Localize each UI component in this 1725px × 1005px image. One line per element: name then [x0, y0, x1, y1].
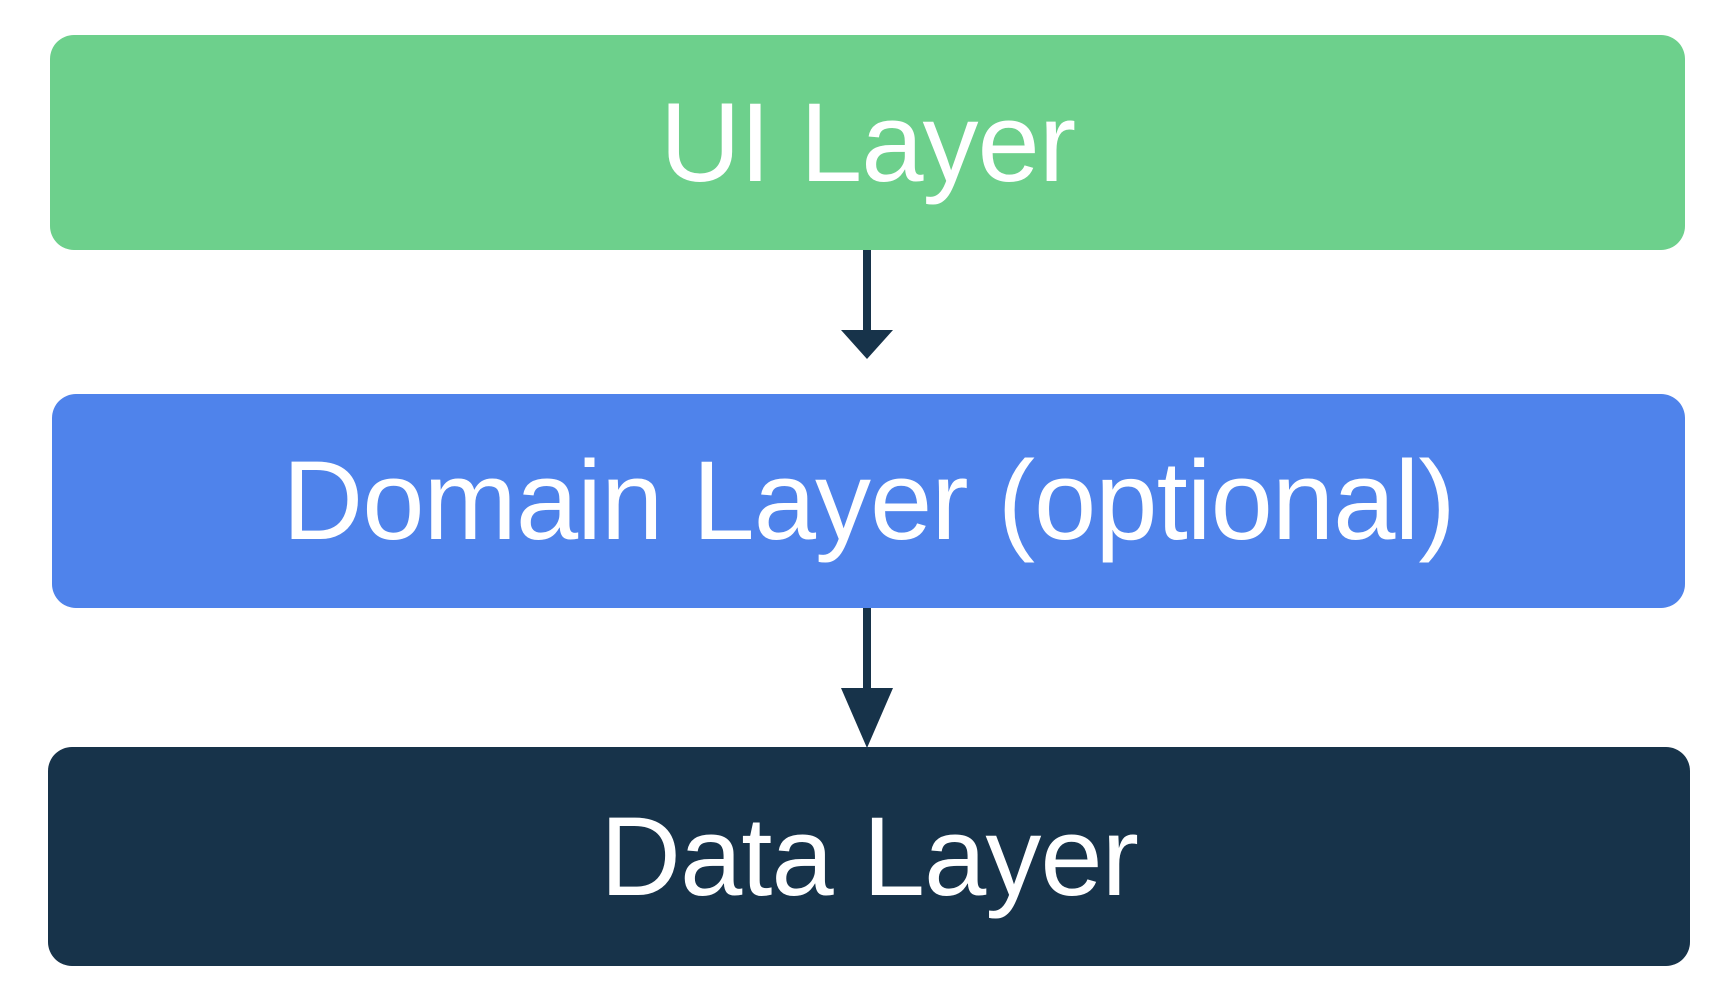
layer-label-ui: UI Layer: [659, 79, 1076, 205]
layer-label-data: Data Layer: [600, 793, 1139, 919]
layer-box-data[interactable]: Data Layer: [48, 747, 1690, 966]
layer-label-domain: Domain Layer (optional): [282, 438, 1455, 563]
arrow-ui-to-domain-icon: [841, 250, 893, 359]
layer-box-domain[interactable]: Domain Layer (optional): [52, 394, 1685, 608]
layer-box-ui[interactable]: UI Layer: [50, 35, 1685, 250]
arrow-domain-to-data-icon: [841, 608, 893, 748]
